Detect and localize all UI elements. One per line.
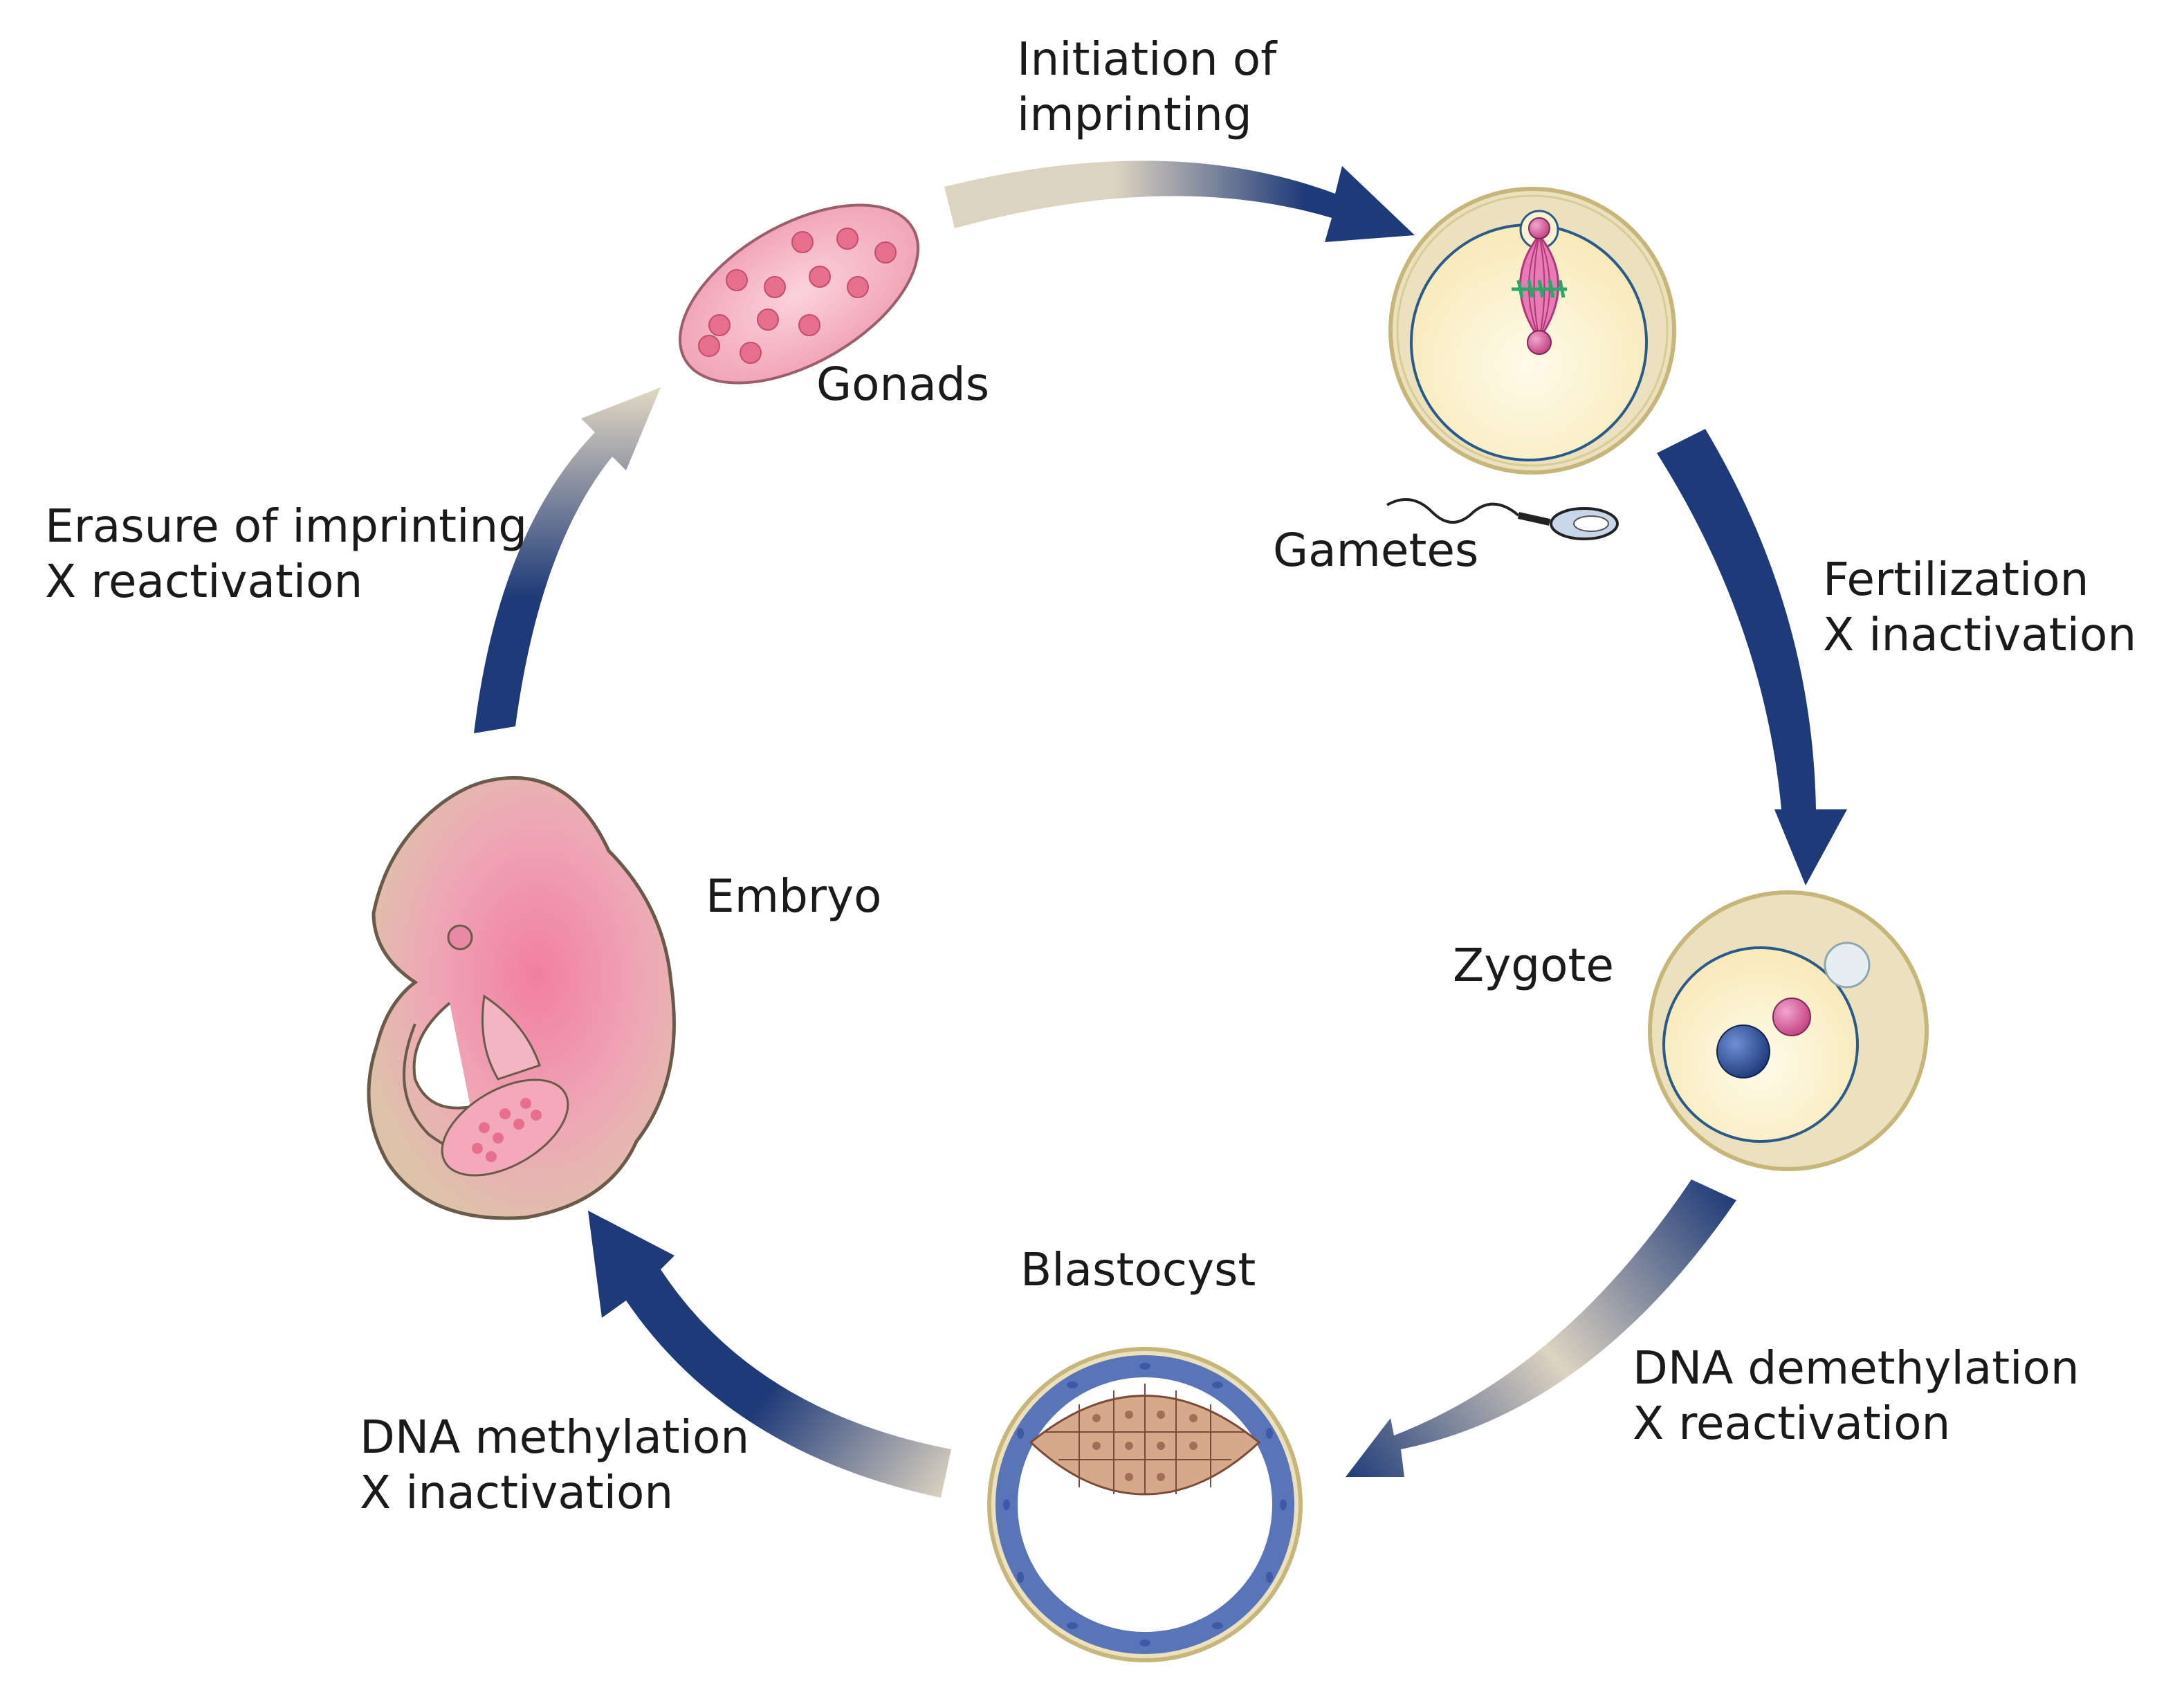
label-zygote: Zygote xyxy=(1453,939,1614,992)
label-erasure-line1: Erasure of imprinting xyxy=(45,499,527,553)
label-erasure-line2: X reactivation xyxy=(45,555,362,608)
blastocyst-illustration xyxy=(987,1347,1303,1662)
label-embryo: Embryo xyxy=(706,870,881,923)
label-fertilization-line1: Fertilization xyxy=(1823,553,2089,606)
arrow-erasure xyxy=(474,387,661,733)
label-gonads: Gonads xyxy=(816,358,989,411)
arrow-demethylation xyxy=(1346,1179,1736,1477)
label-methylation-line1: DNA methylation xyxy=(360,1411,749,1464)
oocyte-illustration xyxy=(1388,187,1676,475)
arrow-fertilization xyxy=(1657,429,1847,885)
gonads-illustration xyxy=(679,203,919,385)
arrow-initiation xyxy=(944,160,1415,242)
label-methylation-line2: X inactivation xyxy=(360,1466,673,1519)
label-fertilization-line2: X inactivation xyxy=(1823,608,2136,661)
embryo-illustration xyxy=(367,775,676,1220)
label-gametes: Gametes xyxy=(1273,524,1478,577)
arrow-methylation xyxy=(588,1211,951,1498)
label-demethylation-line1: DNA demethylation xyxy=(1633,1341,2080,1395)
zygote-illustration xyxy=(1648,890,1929,1171)
label-demethylation-line2: X reactivation xyxy=(1633,1397,1950,1450)
sperm-illustration xyxy=(1386,498,1619,540)
label-initiation-line2: imprinting xyxy=(1017,88,1252,141)
label-blastocyst: Blastocyst xyxy=(1020,1243,1256,1296)
label-initiation-line1: Initiation of xyxy=(1017,33,1278,86)
